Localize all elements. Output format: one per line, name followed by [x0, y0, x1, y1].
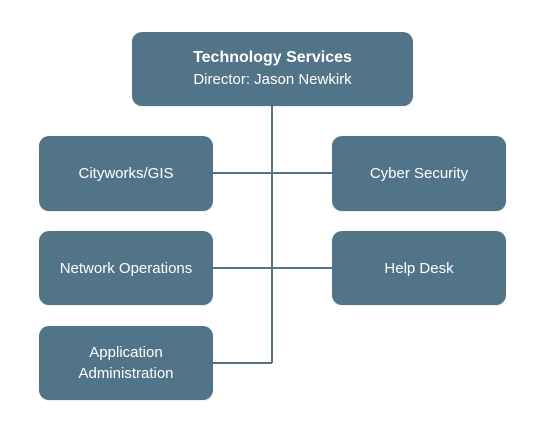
node-network-operations: Network Operations: [39, 231, 213, 305]
node-label: Cityworks/GIS: [78, 165, 174, 182]
node-title: Technology Services: [193, 49, 352, 66]
node-cityworks-gis: Cityworks/GIS: [39, 136, 213, 211]
node-label: Network Operations: [59, 259, 193, 277]
node-label: Application Administration: [78, 344, 174, 382]
node-label: Help Desk: [384, 259, 454, 277]
node-subtitle: Director: Jason Newkirk: [193, 71, 352, 88]
node-application-administration: Application Administration: [39, 326, 213, 400]
node-help-desk: Help Desk: [332, 231, 506, 305]
node-label: Cyber Security: [369, 165, 469, 182]
node-technology-services: Technology Services Director: Jason Newk…: [132, 32, 413, 106]
node-cyber-security: Cyber Security: [332, 136, 506, 211]
